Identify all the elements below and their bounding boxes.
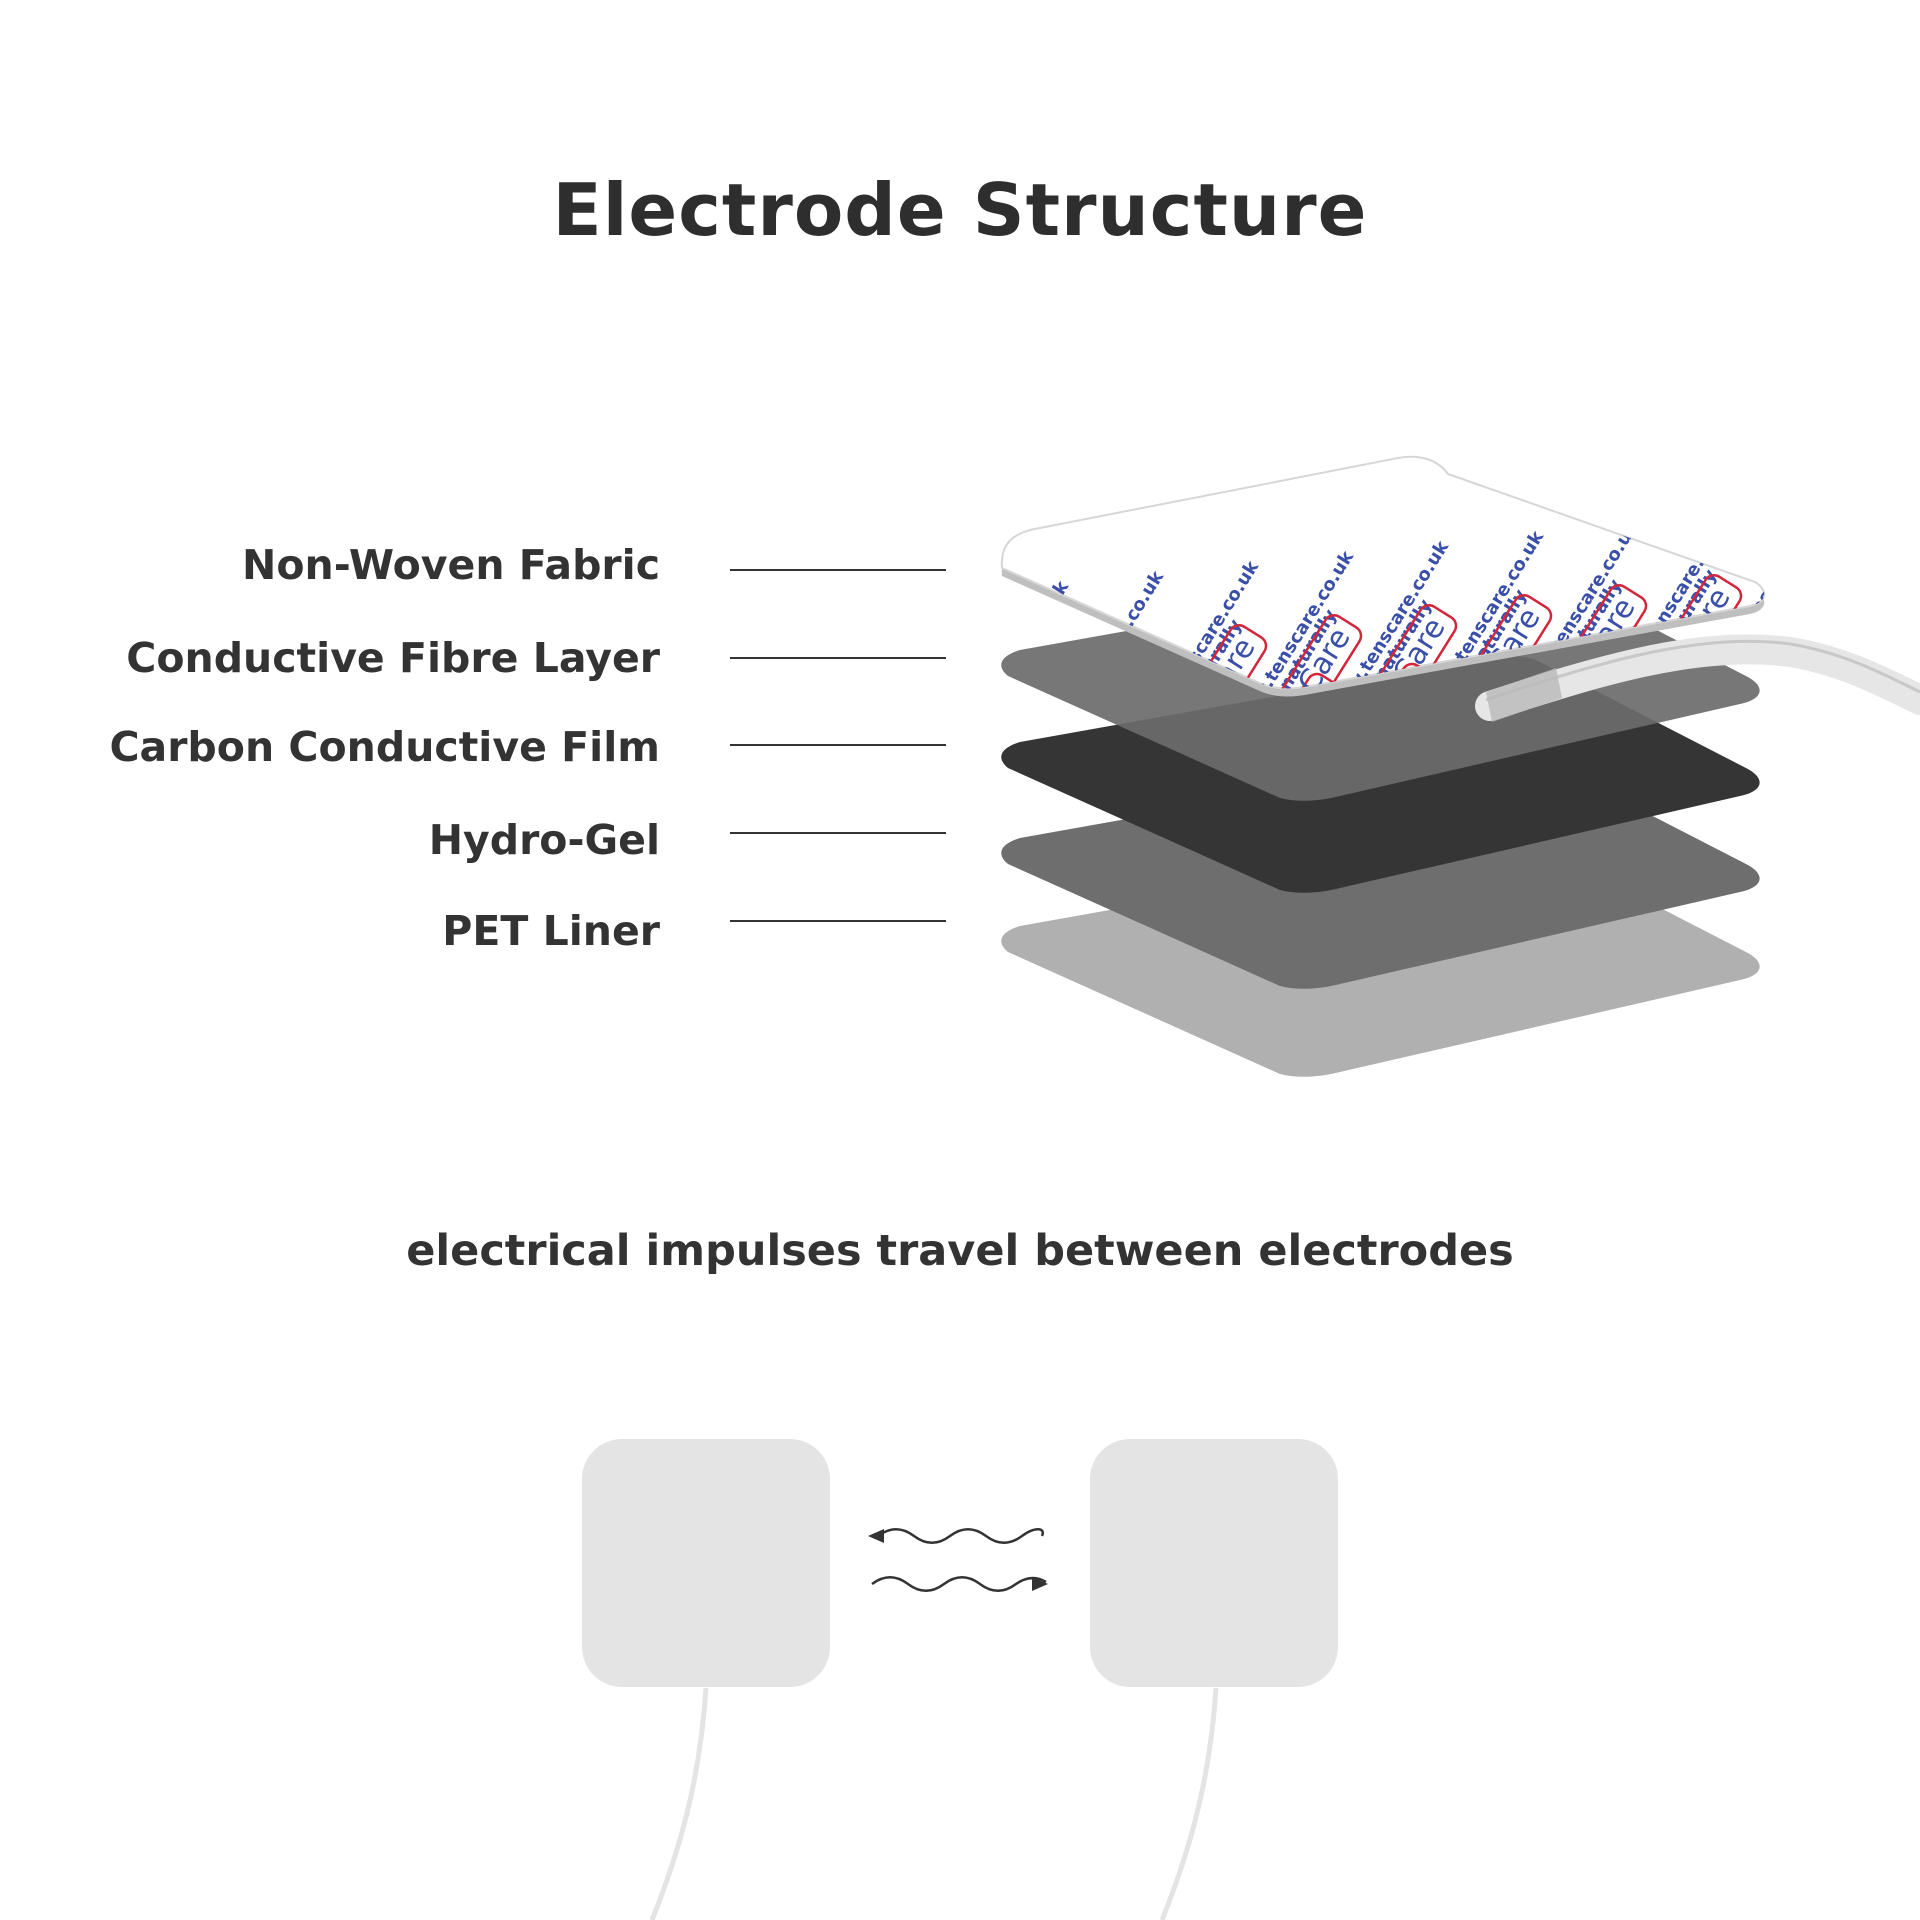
brand-frame [1236,672,1346,689]
brand-frame [1253,614,1363,689]
arrow-head-right-icon [1032,1577,1048,1591]
page-title: Electrode Structure [552,168,1368,252]
label-pet-liner: PET Liner [442,907,660,955]
right-electrode-lead [1159,1687,1219,1920]
non-woven-fabric-layer [1000,455,1766,690]
leader-line-non-woven-fabric [730,569,946,571]
leader-line-pet-liner [730,920,946,922]
lead-wire [1475,634,1920,721]
impulse-caption: electrical impulses travel between elect… [406,1226,1514,1276]
left-electrode-lead [649,1687,709,1920]
label-non-woven-fabric: Non-Woven Fabric [242,541,660,589]
lead-wire-shadow [1485,639,1920,702]
label-hydro-gel: Hydro-Gel [428,816,660,864]
leader-line-carbon-conductive-film [730,744,946,746]
arrow-head-left-icon [868,1529,884,1543]
lead-wire-plug [1486,668,1562,722]
leader-line-hydro-gel [730,832,946,834]
label-carbon-conductive-film: Carbon Conductive Film [109,723,660,771]
label-conductive-fibre-layer: Conductive Fibre Layer [126,634,660,682]
impulse-arrow-right [871,1576,1048,1592]
leader-line-conductive-fibre-layer [730,657,946,659]
impulse-arrow-left [868,1528,1044,1544]
right-electrode-pad [1090,1439,1338,1687]
left-electrode-pad [582,1439,830,1687]
